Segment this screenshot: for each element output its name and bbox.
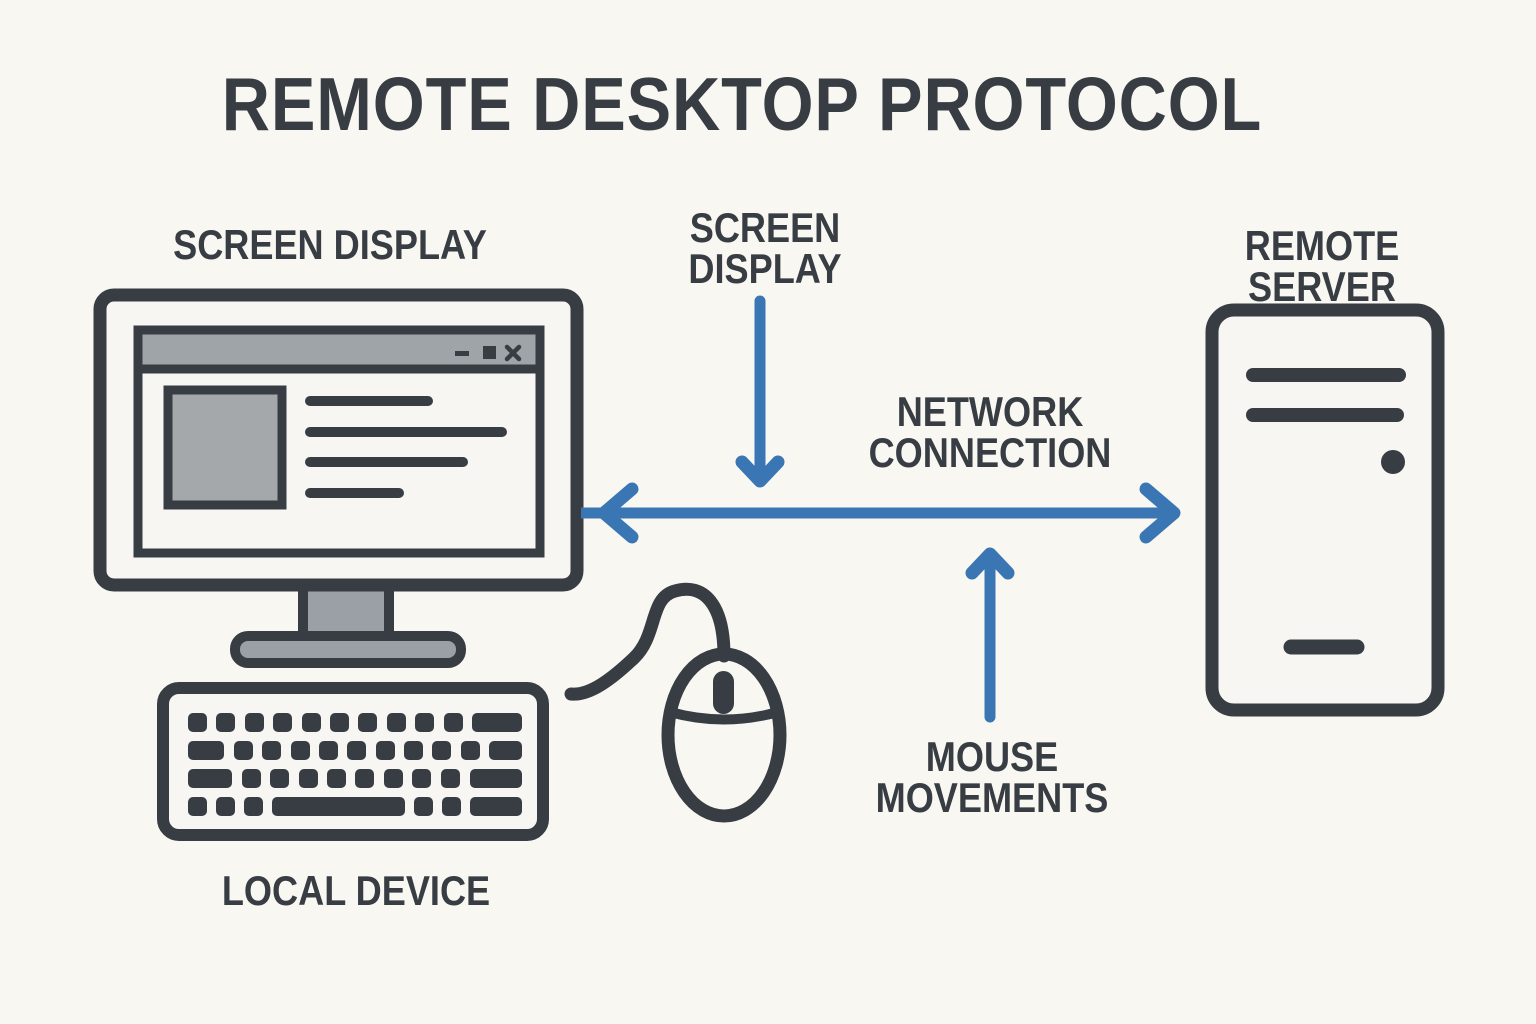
keyboard-key bbox=[273, 713, 292, 732]
keyboard-key bbox=[387, 713, 406, 732]
keyboard-key bbox=[432, 741, 451, 760]
keyboard-key bbox=[291, 741, 310, 760]
arrow-up-icon bbox=[965, 547, 1015, 723]
arrowhead-left bbox=[597, 482, 639, 544]
keyboard-key bbox=[272, 797, 405, 816]
mouse-divider bbox=[665, 707, 783, 725]
keyboard-key bbox=[415, 713, 434, 732]
browser-window-icon bbox=[133, 325, 545, 558]
keyboard-key bbox=[358, 713, 377, 732]
keyboard-key bbox=[442, 797, 461, 816]
label-screen-display-device: SCREEN DISPLAY bbox=[173, 221, 487, 268]
keyboard-key bbox=[327, 769, 346, 788]
keyboard-keys bbox=[188, 713, 522, 816]
maximize-icon bbox=[483, 346, 496, 359]
label-local-device: LOCAL DEVICE bbox=[221, 867, 491, 914]
arrowhead-right bbox=[1139, 482, 1181, 544]
mouse-cable bbox=[564, 582, 731, 701]
image-placeholder bbox=[163, 385, 287, 510]
keyboard-key bbox=[242, 769, 261, 788]
keyboard-key bbox=[299, 769, 318, 788]
keyboard-key bbox=[470, 797, 522, 816]
keyboard-key bbox=[216, 713, 235, 732]
monitor-icon bbox=[93, 288, 584, 668]
keyboard-key bbox=[414, 797, 433, 816]
arrow-left-right-icon bbox=[581, 482, 1181, 544]
keyboard-key bbox=[404, 741, 423, 760]
mouse-icon bbox=[564, 582, 787, 823]
label-remote-server: REMOTE SERVER bbox=[1244, 222, 1400, 310]
page-title: REMOTE DESKTOP PROTOCOL bbox=[221, 62, 1263, 146]
keyboard-key bbox=[302, 713, 321, 732]
keyboard-key bbox=[244, 797, 263, 816]
keyboard-key bbox=[216, 797, 235, 816]
mouse-wheel bbox=[713, 671, 734, 714]
keyboard-key bbox=[262, 741, 281, 760]
keyboard-key bbox=[330, 713, 349, 732]
keyboard-key bbox=[444, 713, 463, 732]
close-icon bbox=[504, 344, 522, 362]
keyboard-key bbox=[188, 741, 224, 760]
label-network-connection: NETWORK CONNECTION bbox=[868, 388, 1112, 476]
keyboard-key bbox=[347, 741, 366, 760]
server-power-button bbox=[1381, 450, 1405, 474]
keyboard-key bbox=[188, 797, 207, 816]
window-titlebar bbox=[133, 325, 545, 374]
server-tower-icon bbox=[1205, 303, 1445, 717]
keyboard-key bbox=[188, 769, 232, 788]
keyboard-key bbox=[441, 769, 460, 788]
keyboard-icon bbox=[157, 682, 549, 841]
minimize-icon bbox=[455, 351, 469, 356]
keyboard-key bbox=[376, 741, 395, 760]
label-screen-display-flow: SCREEN DISPLAY bbox=[688, 204, 842, 292]
arrowhead-up bbox=[965, 547, 1015, 580]
keyboard-key bbox=[412, 769, 431, 788]
arrow-down-icon bbox=[735, 295, 785, 488]
keyboard-key bbox=[461, 741, 480, 760]
keyboard-key bbox=[489, 741, 522, 760]
keyboard-key bbox=[270, 769, 289, 788]
keyboard-key bbox=[234, 741, 253, 760]
keyboard-key bbox=[245, 713, 264, 732]
keyboard-key bbox=[472, 713, 522, 732]
mouse-body bbox=[661, 647, 787, 823]
label-mouse-movements: MOUSE MOVEMENTS bbox=[875, 733, 1109, 821]
arrowhead-down bbox=[735, 455, 785, 488]
keyboard-key bbox=[188, 713, 207, 732]
monitor-stand-base bbox=[230, 631, 466, 668]
keyboard-key bbox=[470, 769, 522, 788]
keyboard-key bbox=[355, 769, 374, 788]
keyboard-key bbox=[384, 769, 403, 788]
keyboard-key bbox=[319, 741, 338, 760]
